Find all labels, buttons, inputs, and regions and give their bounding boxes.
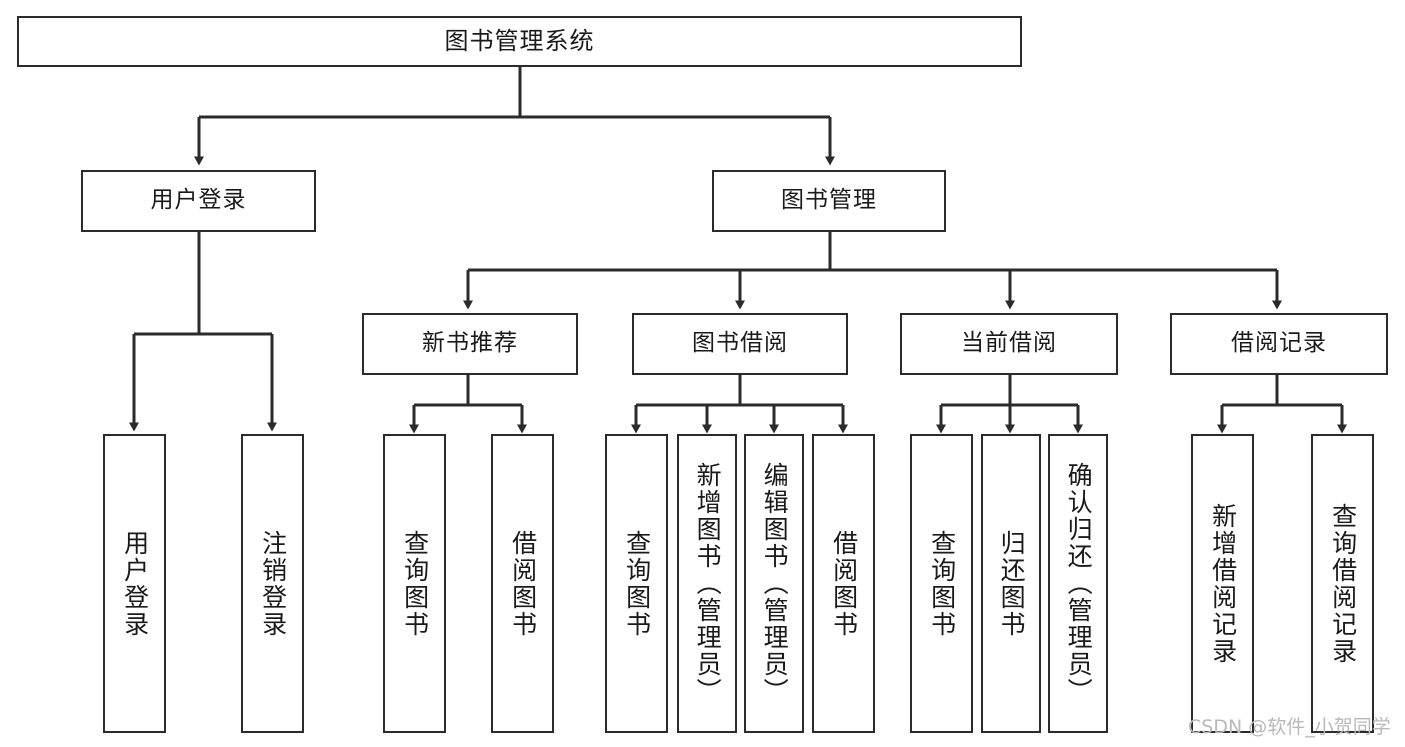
node-book-borrow[interactable]: 图书借阅 [632,313,848,375]
node-label: 归还图书 [997,529,1027,638]
leaf-current-borrow-confirm-return[interactable]: 确认归还（管理员） [1048,434,1108,733]
node-label: 查询借阅记录 [1328,502,1358,665]
node-label: 图书借阅 [692,330,788,357]
node-root-system[interactable]: 图书管理系统 [17,16,1022,67]
leaf-user-login-logout[interactable]: 注销登录 [241,434,304,733]
node-label: 新增借阅记录 [1208,502,1238,665]
leaf-book-borrow-add-book[interactable]: 新增图书（管理员） [677,434,737,733]
node-label: 查询图书 [927,529,957,638]
node-label: 借阅图书 [829,529,859,638]
node-new-book-recommend[interactable]: 新书推荐 [362,313,578,375]
node-label: 新增图书（管理员） [693,462,723,705]
node-label: 用户登录 [120,529,150,638]
leaf-new-book-query-book[interactable]: 查询图书 [383,434,446,733]
leaf-book-borrow-query-book[interactable]: 查询图书 [605,434,668,733]
leaf-user-login-login[interactable]: 用户登录 [103,434,166,733]
leaf-borrow-record-add-record[interactable]: 新增借阅记录 [1191,434,1254,733]
node-label: 借阅记录 [1231,330,1327,357]
node-label: 注销登录 [258,529,288,638]
node-label: 新书推荐 [422,330,518,357]
node-label: 图书管理系统 [444,27,595,56]
node-label: 用户登录 [150,187,247,214]
node-label: 查询图书 [622,529,652,638]
node-label: 图书管理 [781,187,877,214]
node-user-login[interactable]: 用户登录 [81,170,316,232]
leaf-book-borrow-borrow-book[interactable]: 借阅图书 [812,434,875,733]
node-label: 确认归还（管理员） [1064,462,1094,705]
leaf-new-book-borrow-book[interactable]: 借阅图书 [491,434,554,733]
node-current-borrow[interactable]: 当前借阅 [900,313,1118,375]
leaf-current-borrow-return-book[interactable]: 归还图书 [981,434,1041,733]
node-borrow-record[interactable]: 借阅记录 [1170,313,1388,375]
leaf-current-borrow-query-book[interactable]: 查询图书 [910,434,973,733]
node-label: 借阅图书 [508,529,538,638]
node-label: 编辑图书（管理员） [760,462,790,705]
csdn-watermark: CSDN @软件_小贺同学 [1188,716,1391,738]
node-label: 查询图书 [400,529,430,638]
leaf-book-borrow-edit-book[interactable]: 编辑图书（管理员） [744,434,804,733]
leaf-borrow-record-query-record[interactable]: 查询借阅记录 [1311,434,1374,733]
node-book-management[interactable]: 图书管理 [712,170,946,232]
node-label: 当前借阅 [961,330,1057,357]
